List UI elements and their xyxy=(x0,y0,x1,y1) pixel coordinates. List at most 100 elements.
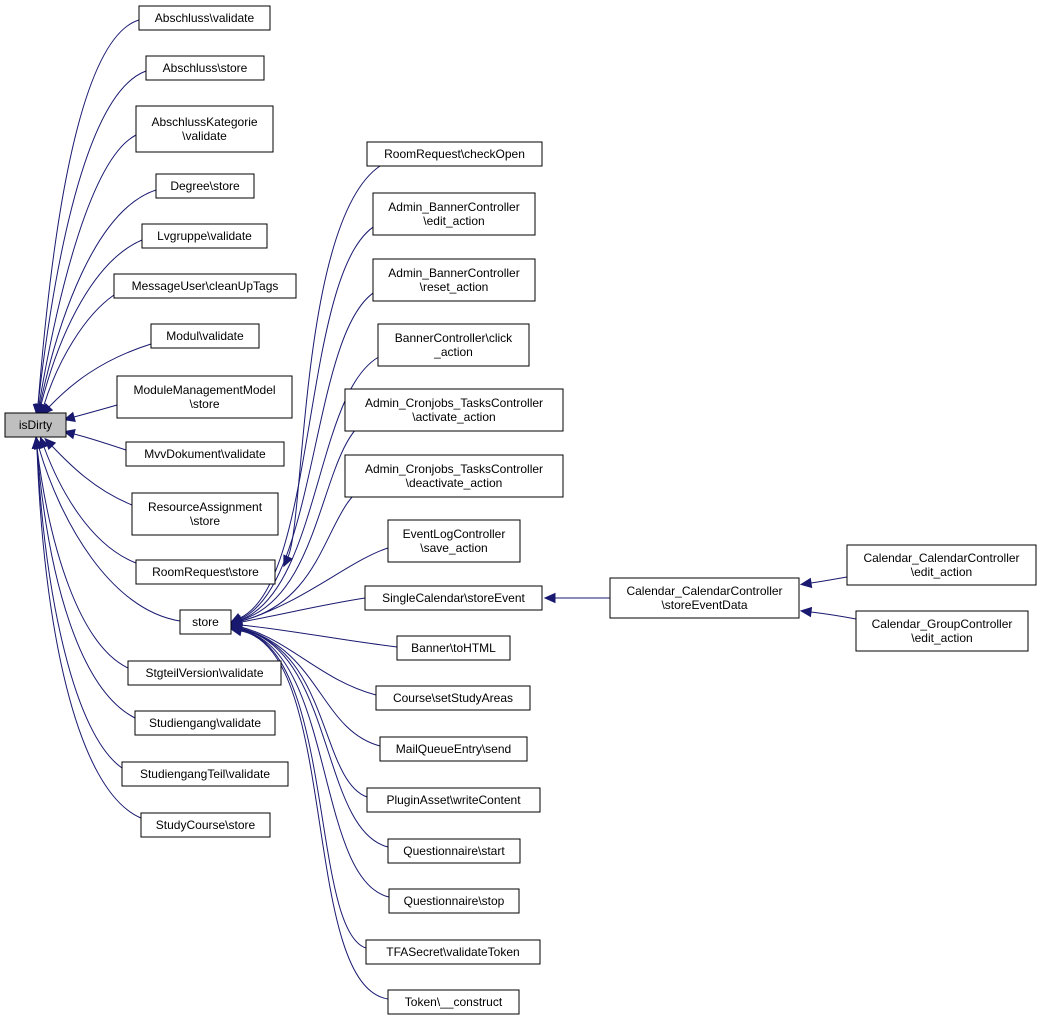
edge-line xyxy=(48,343,152,408)
node-label: Admin_Cronjobs_TasksController xyxy=(365,396,543,410)
node-token-construct[interactable]: Token\__construct xyxy=(387,989,520,1015)
node-box xyxy=(134,710,276,736)
edge-line xyxy=(43,446,137,564)
node-roomrequest-checkopen[interactable]: RoomRequest\checkOpen xyxy=(366,141,543,167)
node-label: isDirty xyxy=(19,418,52,432)
edge-resourceassignment-store-to-isDirty xyxy=(44,437,133,506)
edge-line xyxy=(38,134,137,406)
node-label: AbschlussKategorie xyxy=(151,115,257,129)
node-store[interactable]: store xyxy=(179,609,232,635)
node-course-setstudyareas[interactable]: Course\setStudyAreas xyxy=(375,685,531,711)
node-studiengangteil-validate[interactable]: StudiengangTeil\validate xyxy=(121,761,289,787)
node-lvgruppe-validate[interactable]: Lvgruppe\validate xyxy=(141,223,268,249)
node-label: ModuleManagementModel xyxy=(133,383,275,397)
arrowhead-icon xyxy=(63,429,76,440)
edge-line xyxy=(40,239,143,406)
node-modulemanagementmodel-store[interactable]: ModuleManagementModel\store xyxy=(116,375,293,419)
node-label: StudiengangTeil\validate xyxy=(140,767,270,781)
node-label: Admin_BannerController xyxy=(388,200,519,214)
arrowhead-icon xyxy=(799,577,813,589)
edge-line xyxy=(240,624,398,648)
node-label: Questionnaire\stop xyxy=(404,894,505,908)
arrowhead-icon xyxy=(799,606,813,618)
node-admin-cronjobs-taskscontroller-deactivate-action[interactable]: Admin_Cronjobs_TasksController\deactivat… xyxy=(344,454,564,498)
node-box xyxy=(364,585,543,611)
node-banner-tohtml[interactable]: Banner\toHTML xyxy=(396,635,511,661)
node-label: MvvDokument\validate xyxy=(144,447,266,461)
node-box xyxy=(387,838,521,864)
node-box xyxy=(121,761,289,787)
edge-line xyxy=(240,629,390,898)
edge-calendar-groupcontroller-edit-action-to-calendar-calendarcontroller-storeeventdata xyxy=(799,606,857,620)
edge-line xyxy=(240,547,389,622)
node-admin-bannercontroller-edit-action[interactable]: Admin_BannerController\edit_action xyxy=(372,192,536,236)
node-questionnaire-stop[interactable]: Questionnaire\stop xyxy=(388,888,520,914)
edge-line xyxy=(240,627,381,747)
node-label: Degree\store xyxy=(170,179,240,193)
node-label: SingleCalendar\storeEvent xyxy=(382,591,525,605)
node-singlecalendar-storeevent[interactable]: SingleCalendar\storeEvent xyxy=(364,585,543,611)
node-box xyxy=(127,660,282,686)
node-mailqueueentry-send[interactable]: MailQueueEntry\send xyxy=(379,736,528,762)
node-label: Studiengang\validate xyxy=(149,716,261,730)
node-tfasecret-validatetoken[interactable]: TFASecret\validateToken xyxy=(365,939,541,965)
node-label: Token\__construct xyxy=(405,995,503,1009)
node-resourceassignment-store[interactable]: ResourceAssignment\store xyxy=(131,492,279,536)
node-label: Calendar_CalendarController xyxy=(863,551,1019,565)
node-bannercontroller-click-action[interactable]: BannerController\click_action xyxy=(377,323,530,367)
node-calendar-calendarcontroller-edit-action[interactable]: Calendar_CalendarController\edit_action xyxy=(846,544,1037,586)
node-box xyxy=(366,787,541,813)
node-admin-cronjobs-taskscontroller-activate-action[interactable]: Admin_Cronjobs_TasksController\activate_… xyxy=(344,388,564,432)
node-box xyxy=(113,273,297,299)
edge-line xyxy=(36,447,123,769)
node-mvvdokument-validate[interactable]: MvvDokument\validate xyxy=(125,441,285,467)
node-questionnaire-start[interactable]: Questionnaire\start xyxy=(387,838,521,864)
node-roomrequest-store[interactable]: RoomRequest\store xyxy=(135,559,276,585)
node-admin-bannercontroller-reset-action[interactable]: Admin_BannerController\reset_action xyxy=(372,258,536,302)
node-box xyxy=(131,492,279,536)
node-box xyxy=(377,323,530,367)
node-box xyxy=(387,519,521,563)
node-modul-validate[interactable]: Modul\validate xyxy=(150,323,260,349)
node-calendar-calendarcontroller-storeeventdata[interactable]: Calendar_CalendarController\storeEventDa… xyxy=(609,577,800,619)
node-box xyxy=(846,544,1037,586)
node-box xyxy=(365,939,541,965)
node-label: MessageUser\cleanUpTags xyxy=(132,279,279,293)
node-box xyxy=(855,610,1029,652)
node-degree-store[interactable]: Degree\store xyxy=(155,173,255,199)
edge-line xyxy=(240,630,389,1000)
node-calendar-groupcontroller-edit-action[interactable]: Calendar_GroupController\edit_action xyxy=(855,610,1029,652)
node-isDirty[interactable]: isDirty xyxy=(4,412,67,438)
edges-layer xyxy=(31,19,857,1000)
node-label: Modul\validate xyxy=(166,329,244,343)
node-studiengang-validate[interactable]: Studiengang\validate xyxy=(134,710,276,736)
node-pluginasset-writecontent[interactable]: PluginAsset\writeContent xyxy=(366,787,541,813)
edge-modul-validate-to-isDirty xyxy=(41,343,152,416)
node-label: Questionnaire\start xyxy=(403,844,505,858)
node-box xyxy=(116,375,293,419)
node-abschlusskategorie-validate[interactable]: AbschlussKategorie\validate xyxy=(135,105,274,153)
node-label: \validate xyxy=(182,129,227,143)
node-label: _action xyxy=(433,345,473,359)
node-label: Abschluss\validate xyxy=(155,11,255,25)
edge-studycourse-store-to-isDirty xyxy=(31,436,142,819)
node-studycourse-store[interactable]: StudyCourse\store xyxy=(140,812,271,838)
node-stgteilversion-validate[interactable]: StgteilVersion\validate xyxy=(127,660,282,686)
node-label: \deactivate_action xyxy=(406,476,503,490)
node-abschluss-store[interactable]: Abschluss\store xyxy=(145,55,265,81)
node-box xyxy=(372,258,536,302)
node-eventlogcontroller-save-action[interactable]: EventLogController\save_action xyxy=(387,519,521,563)
edge-line xyxy=(38,447,181,622)
node-abschluss-validate[interactable]: Abschluss\validate xyxy=(138,5,271,31)
node-label: \activate_action xyxy=(412,410,495,424)
node-label: Calendar_GroupController xyxy=(872,617,1013,631)
node-box xyxy=(609,577,800,619)
node-label: Admin_BannerController xyxy=(388,266,519,280)
node-label: RoomRequest\checkOpen xyxy=(384,147,525,161)
node-messageuser-cleanuptags[interactable]: MessageUser\cleanUpTags xyxy=(113,273,297,299)
edge-line xyxy=(240,629,367,949)
node-label: Abschluss\store xyxy=(163,61,248,75)
edge-line xyxy=(36,447,136,719)
edge-line xyxy=(73,433,127,451)
